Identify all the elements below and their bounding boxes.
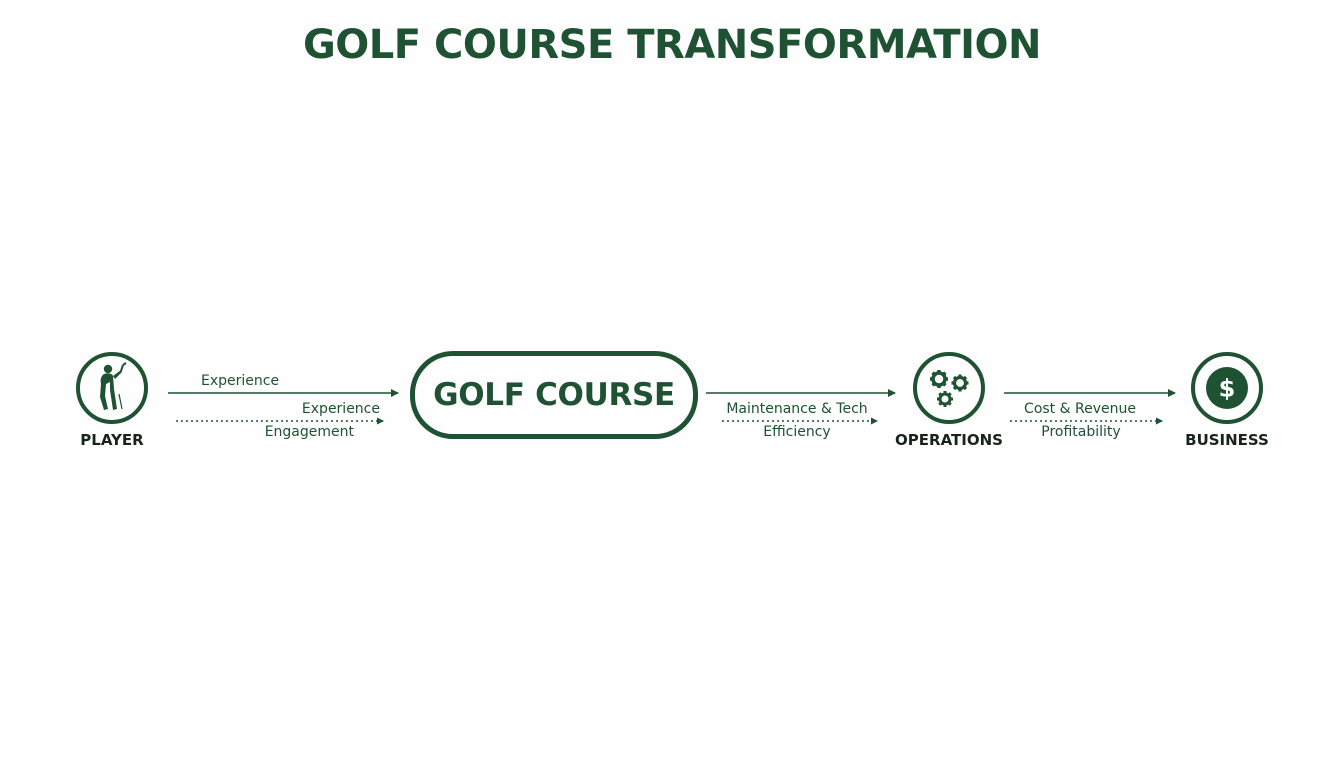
business-node: $ [1190,351,1264,429]
operations-node [912,351,986,429]
svg-text:$: $ [1219,375,1236,403]
golfer-icon [76,352,148,424]
business-flow-lower-label: Profitability [1041,424,1121,440]
player-label: PLAYER [80,431,144,449]
diagram-title: GOLF COURSE TRANSFORMATION [302,22,1042,68]
golf-course-node: GOLF COURSE [410,351,698,439]
player-flow-middle-label: Experience [301,401,380,417]
player-node [75,351,149,429]
business-label: BUSINESS [1185,431,1269,449]
dollar-icon: $ [1191,352,1263,424]
gears-icon [913,352,985,424]
golf-course-label: GOLF COURSE [433,377,675,413]
operations-flow-upper-label: Maintenance & Tech [726,401,868,417]
operations-label: OPERATIONS [895,431,1003,449]
player-flow-upper-label: Experience [201,373,280,389]
player-flow-lower-label: Engagement [264,424,354,440]
operations-flow-lower-label: Efficiency [763,424,831,440]
business-flow-upper-label: Cost & Revenue [1024,401,1136,417]
